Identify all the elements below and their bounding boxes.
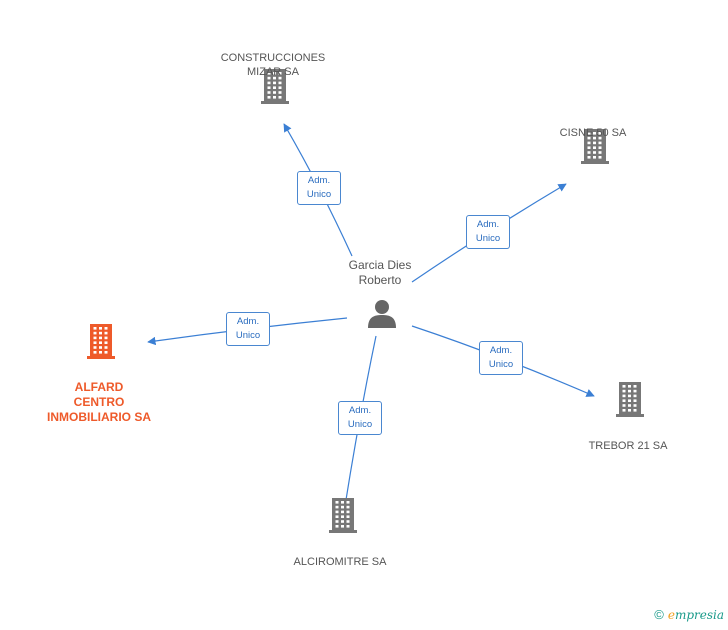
edge-label-line1: Adm. (489, 345, 513, 356)
empresia-logo[interactable]: empresia (667, 607, 724, 622)
building-icon[interactable] (580, 128, 610, 169)
edge-label-line2: Unico (488, 359, 514, 370)
edge-label-line1: Adm. (307, 175, 331, 186)
edge-label-line2: Unico (235, 330, 261, 341)
company-name-construcciones[interactable]: CONSTRUCCIONES MIZAR SA (220, 52, 326, 78)
building-icon[interactable] (328, 497, 358, 538)
company-name-cisne[interactable]: CISNE 50 SA (559, 127, 627, 139)
building-icon[interactable] (615, 381, 645, 422)
edge-label-line2: Unico (347, 419, 373, 430)
footer-brand: © empresia (654, 607, 724, 622)
company-name-trebor[interactable]: TREBOR 21 SA (588, 440, 668, 452)
edge-label-construcciones[interactable]: Adm. Unico (297, 171, 341, 205)
building-icon[interactable] (260, 68, 290, 109)
company-name-alfard[interactable]: ALFARD CENTRO INMOBILIARIO SA (47, 380, 151, 424)
edge-label-line1: Adm. (348, 405, 372, 416)
edge-label-trebor[interactable]: Adm. Unico (479, 341, 523, 375)
edge-label-line2: Unico (306, 189, 332, 200)
person-icon[interactable] (367, 298, 397, 333)
edge-label-line1: Adm. (476, 219, 500, 230)
edge-label-alciromitre[interactable]: Adm. Unico (338, 401, 382, 435)
company-name-alciromitre[interactable]: ALCIROMITRE SA (293, 556, 387, 568)
edge-label-line1: Adm. (236, 316, 260, 327)
center-person-name[interactable]: Garcia Dies Roberto (348, 258, 412, 287)
edge-label-cisne[interactable]: Adm. Unico (466, 215, 510, 249)
edge-label-alfard[interactable]: Adm. Unico (226, 312, 270, 346)
edge-label-line2: Unico (475, 233, 501, 244)
copyright-symbol: © (654, 607, 664, 622)
building-icon[interactable] (86, 323, 116, 364)
